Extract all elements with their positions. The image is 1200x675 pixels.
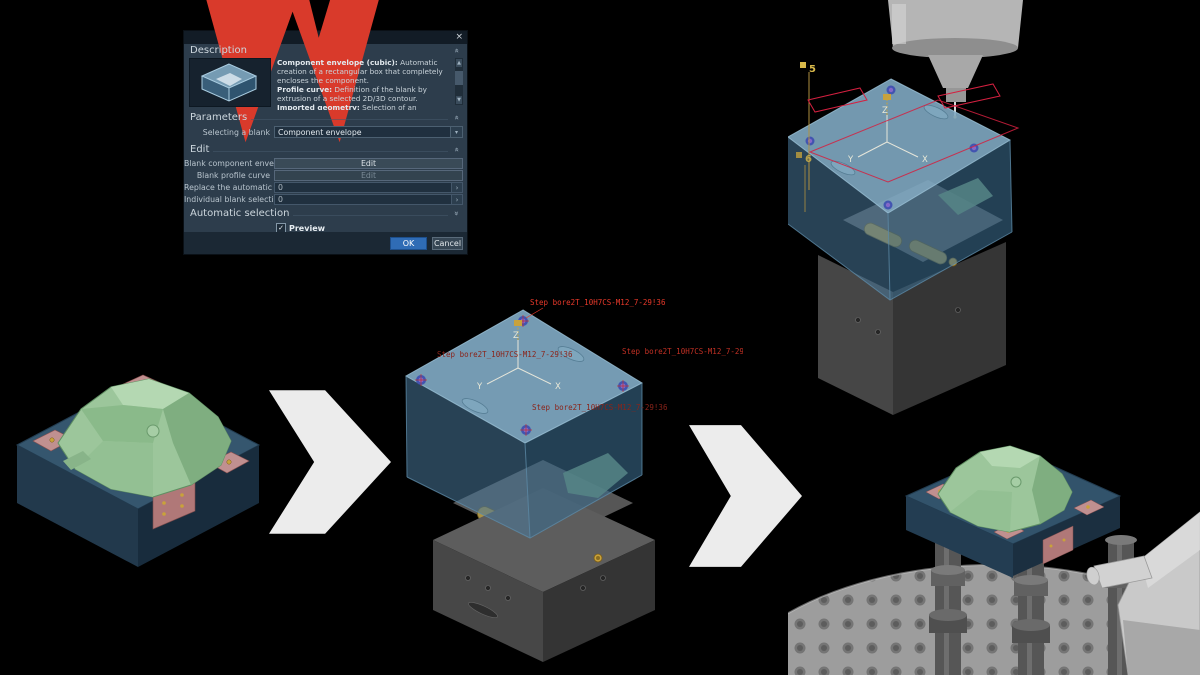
cancel-button[interactable]: Cancel xyxy=(432,236,463,250)
perforated-table xyxy=(788,564,1200,675)
individual-blank-field[interactable]: 0 › xyxy=(274,194,463,205)
dialog-titlebar[interactable]: Blank construction - Milling - Component… xyxy=(184,0,467,143)
edit-envelope-button[interactable]: Edit xyxy=(274,158,463,169)
green-component xyxy=(57,378,232,498)
selecting-blank-label: Selecting a blank xyxy=(202,127,270,137)
collapse-icon[interactable]: » xyxy=(452,115,461,120)
automatic-selection-header: Automatic selection xyxy=(190,208,290,219)
row-label: Individual blank selection xyxy=(184,195,284,204)
expand-icon[interactable]: » xyxy=(452,211,461,216)
parameters-header: Parameters xyxy=(190,112,248,123)
scroll-up-icon[interactable]: ▲ xyxy=(455,58,463,68)
edit-profile-curve-button[interactable]: Edit xyxy=(274,170,463,181)
scene-blank-envelope: Z X Y Step bore2T_10H7CS-M12_7-29!36 Ste… xyxy=(404,298,743,662)
description-header: Description xyxy=(190,45,247,56)
description-text: Component envelope (cubic): Automatic cr… xyxy=(277,58,449,110)
dropdown-value: Component envelope xyxy=(278,127,362,137)
edit-header: Edit xyxy=(190,144,210,155)
bore-markers xyxy=(805,85,979,210)
scrollbar-thumb[interactable] xyxy=(455,71,463,85)
row-label: Blank profile curve xyxy=(196,171,270,180)
frame-marker-6: 6 xyxy=(805,154,812,165)
axis-y-label: Y xyxy=(847,155,854,165)
description-body: Component envelope (cubic): Automatic cr… xyxy=(184,58,467,110)
close-icon[interactable]: × xyxy=(455,32,463,42)
section-description: Description » xyxy=(184,44,467,57)
scroll-down-icon[interactable]: ▼ xyxy=(455,95,463,105)
axis-z-label: Z xyxy=(882,106,888,116)
individual-blank-row: Individual blank selection 0 › xyxy=(184,194,463,205)
blank-envelope-cube xyxy=(788,78,1013,301)
axis-triad: Z X Y xyxy=(847,94,928,165)
frame-marker-5: 5 xyxy=(809,64,816,75)
chevron-right-icon[interactable]: › xyxy=(451,183,462,192)
axis-triad: Z X Y xyxy=(476,320,561,392)
scene-machine-setup xyxy=(788,445,1200,675)
field-value: 0 xyxy=(278,195,283,204)
dialog-footer: OK Cancel xyxy=(184,232,467,254)
scene-milling-simulation: Z X Y 5 6 xyxy=(788,0,1023,415)
section-parameters: Parameters » xyxy=(184,111,467,124)
chevron-right-icon[interactable]: › xyxy=(451,195,462,204)
thumbnail-cube-icon xyxy=(200,63,258,102)
blank-envelope-cube xyxy=(404,309,644,539)
workflow-arrow-1 xyxy=(269,390,391,534)
preview-label: Preview xyxy=(289,223,326,233)
step-bore-label: Step bore2T_10H7CS-M12_7-29!36 xyxy=(622,347,743,356)
description-term: Component envelope (cubic): xyxy=(277,58,398,67)
replace-curve-field[interactable]: 0 › xyxy=(274,182,463,193)
description-scrollbar[interactable]: ▲ ▼ xyxy=(455,58,463,105)
blank-construction-dialog: Blank construction - Milling - Component… xyxy=(183,0,468,255)
description-term: Profile curve: xyxy=(277,85,333,94)
collapse-icon[interactable]: » xyxy=(452,48,461,53)
spindle-tool xyxy=(888,0,1023,119)
toolpath-contours xyxy=(807,83,1020,183)
scene-source-component xyxy=(15,374,261,567)
scrollbar-track[interactable] xyxy=(455,68,463,95)
mounted-component xyxy=(904,445,1122,578)
step-bore-label: Step bore2T_10H7CS-M12_7-29!36 xyxy=(437,350,573,359)
blank-envelope-row: Blank component envelope Edit xyxy=(184,158,463,169)
feature-labels: Step bore2T_10H7CS-M12_7-29!36 Step bore… xyxy=(437,298,743,412)
profile-curve-row: Blank profile curve Edit xyxy=(184,170,463,181)
collapse-icon[interactable]: » xyxy=(452,147,461,152)
description-line: Definition of the blank by extrusion of … xyxy=(277,85,427,103)
axis-z-label: Z xyxy=(513,331,519,341)
selecting-blank-row: Selecting a blank Component envelope ▾ xyxy=(184,126,463,138)
step-bore-label: Step bore2T_10H7CS-M12_7-29!36 xyxy=(532,403,668,412)
step-bore-label: Step bore2T_10H7CS-M12_7-29!36 xyxy=(530,298,666,307)
axis-x-label: X xyxy=(922,155,928,165)
section-automatic-selection: Automatic selection » xyxy=(184,207,467,220)
section-edit: Edit » xyxy=(184,143,467,156)
row-label: Replace the automatic curve xyxy=(184,183,297,192)
axis-y-label: Y xyxy=(476,382,483,392)
ok-button[interactable]: OK xyxy=(390,236,427,250)
replace-curve-row: Replace the automatic curve 0 › xyxy=(184,182,463,193)
description-line: Selection of an existing, imported solid… xyxy=(362,103,417,110)
frame-markers: 5 6 xyxy=(796,62,816,212)
field-value: 0 xyxy=(278,183,283,192)
description-term: Imported geometry: xyxy=(277,103,360,110)
envelope-thumbnail xyxy=(189,58,271,107)
selecting-blank-dropdown[interactable]: Component envelope ▾ xyxy=(274,126,463,138)
row-label: Blank component envelope xyxy=(184,159,291,168)
side-milling-tool xyxy=(1086,511,1200,675)
description-line: Automatic creation of a rectangular box … xyxy=(277,58,443,85)
axis-x-label: X xyxy=(555,382,561,392)
chevron-down-icon[interactable]: ▾ xyxy=(450,127,462,137)
